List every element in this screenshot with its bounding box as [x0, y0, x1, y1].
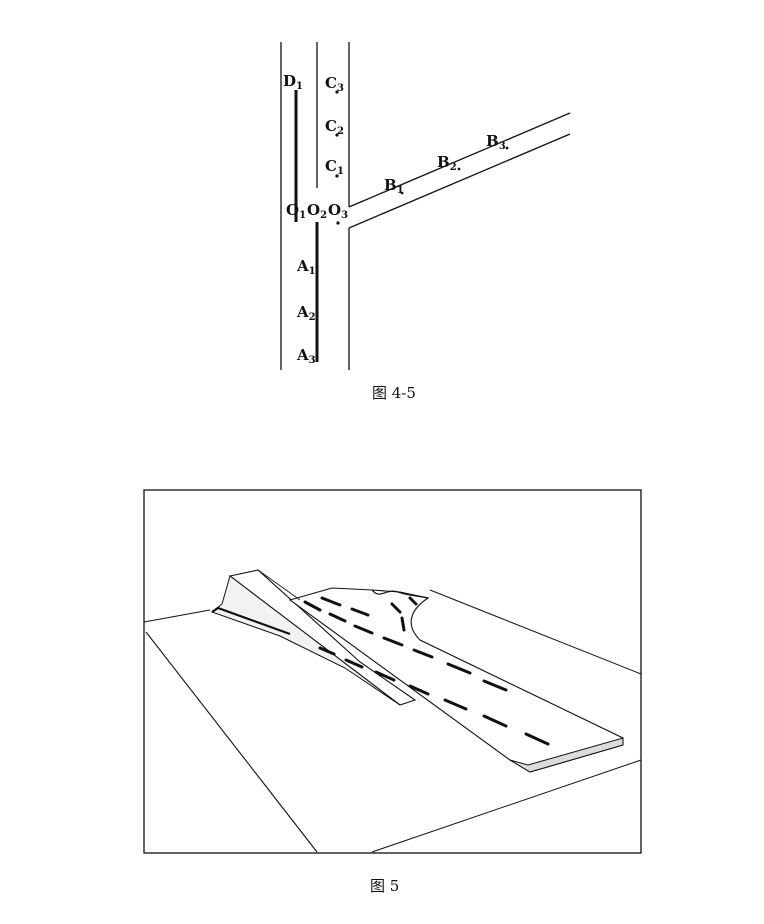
branch-road-lower-edge [348, 133, 571, 229]
ground-plane-left-edge [143, 609, 211, 623]
point-b1 [400, 191, 404, 195]
ground-plane-diagonal [145, 631, 318, 853]
label-a2: A2 [296, 303, 316, 323]
lane-dashes [303, 596, 550, 746]
point-c1 [335, 174, 339, 178]
point-o3 [336, 221, 340, 225]
label-c3: C3 [325, 74, 344, 94]
branch-road-upper-edge [348, 112, 571, 208]
label-a1: A1 [296, 257, 316, 277]
ground-plane-back-edge [429, 589, 642, 675]
label-a3: A3 [296, 346, 316, 366]
label-d1: D1 [283, 72, 303, 92]
overpass-ramp-side [210, 575, 401, 706]
figure-4-5: D1 C3 C2 C1 B1 B2 B3 O1 O2 O3 A1 A2 A3 图… [280, 42, 571, 402]
overpass-ramp-base [211, 606, 291, 636]
point-b3 [505, 146, 509, 150]
label-o3: O3 [328, 201, 348, 221]
label-o1: O1 [286, 201, 306, 221]
label-b3: B3 [486, 132, 506, 152]
side-branch-curve [371, 589, 429, 599]
figure-5: 图 5 [143, 489, 642, 895]
point-c3 [335, 90, 339, 94]
point-c2 [335, 133, 339, 137]
figure-4-5-caption: 图 4-5 [372, 384, 416, 402]
label-o2: O2 [307, 201, 327, 221]
main-road-slab-thickness [509, 737, 624, 773]
point-b2 [457, 167, 461, 171]
label-c2: C2 [325, 117, 344, 137]
ramp-edge-line [257, 569, 301, 601]
label-c1: C1 [325, 157, 344, 177]
label-b1: B1 [384, 176, 404, 196]
figure-5-caption: 图 5 [370, 877, 399, 895]
ground-plane-front-edge [371, 759, 642, 853]
label-b2: B2 [437, 153, 457, 173]
